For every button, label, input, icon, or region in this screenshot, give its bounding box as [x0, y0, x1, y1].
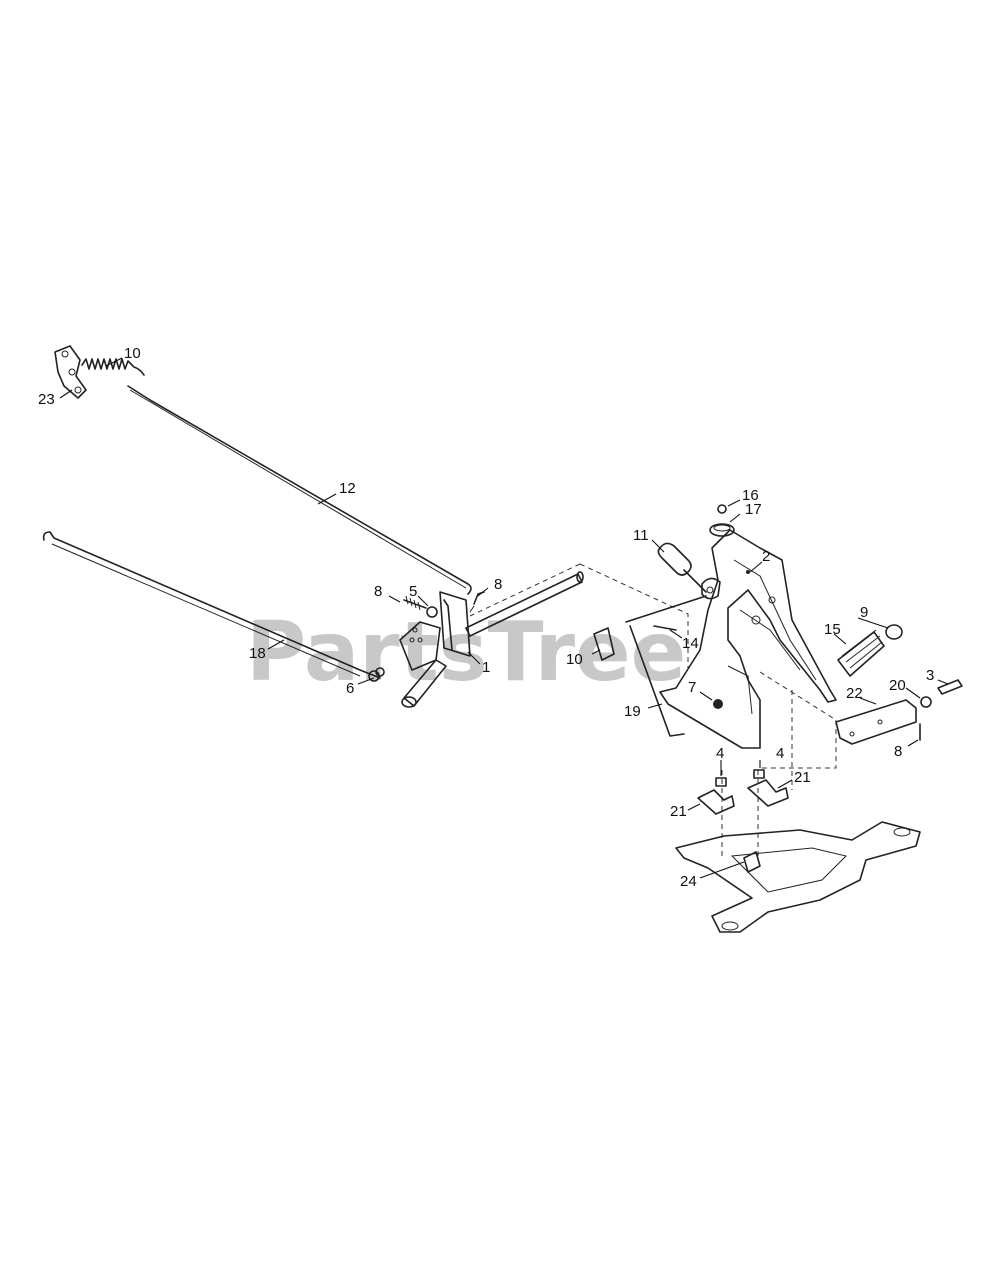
clip-part-6: [375, 667, 385, 677]
callout-16: 16: [742, 487, 759, 504]
clamp-part-21-left: [697, 789, 735, 815]
callout-15: 15: [824, 621, 841, 638]
frame-plate: [675, 821, 921, 933]
callout-21-left: 21: [670, 803, 687, 820]
callouts: 10 23 12 8 5 8 1 18 6 11 2 16 17 9 15 10…: [38, 345, 934, 890]
cap-part-9: [885, 624, 903, 640]
leader-lines: [59, 357, 949, 879]
callout-8-left: 8: [374, 583, 382, 600]
callout-7: 7: [688, 679, 696, 696]
callout-11: 11: [633, 527, 649, 544]
screw-part-16: [717, 504, 727, 514]
nut-part-4-right: [753, 769, 765, 779]
callout-13: 12: [339, 480, 356, 497]
callout-18: 18: [249, 645, 266, 662]
callout-3: 3: [926, 667, 934, 684]
callout-19: 19: [624, 703, 641, 720]
callout-10: 10: [566, 651, 583, 668]
bracket-part-1: [399, 571, 584, 708]
clamp-part-21-right: [747, 779, 789, 807]
callout-4-left: 4: [716, 745, 724, 762]
nut-part-5: [426, 606, 438, 618]
callout-14: 10: [124, 345, 141, 362]
dash-panel: [659, 529, 837, 749]
link-part-12: [625, 595, 707, 631]
washer-part-20: [920, 696, 932, 708]
frame-outline: [469, 563, 837, 860]
plate-part-23: [54, 345, 87, 399]
rod-part-19: [629, 625, 685, 737]
callout-12: 14: [682, 635, 699, 652]
spring-part-14: [81, 358, 145, 376]
callout-20: 20: [889, 677, 906, 694]
callout-21-right: 21: [794, 769, 811, 786]
grip-part-15: [837, 629, 885, 677]
rod-part-18: [42, 531, 381, 682]
knob-part-17: [709, 523, 735, 537]
watermark: PartsTree: [246, 605, 686, 700]
callout-24: 24: [680, 873, 697, 890]
handle-part-11: [657, 542, 707, 593]
callout-9: 9: [860, 604, 868, 621]
bracket-part-22: [835, 699, 917, 745]
nut-part-4-left: [715, 777, 727, 787]
callout-5: 5: [409, 583, 417, 600]
bolt-part-3: [937, 679, 963, 695]
bolt-part-8-left: [403, 595, 427, 611]
callout-23: 23: [38, 391, 55, 408]
callout-1: 1: [482, 659, 490, 676]
callout-6: 6: [346, 680, 354, 697]
callout-2: 2: [762, 548, 770, 565]
pad-part-10: [593, 627, 615, 661]
callout-8-right: 8: [894, 743, 902, 760]
callout-17: 17: [745, 501, 762, 518]
callout-8-center: 8: [494, 576, 502, 593]
callout-22: 22: [846, 685, 863, 702]
bushing-part-24: [743, 851, 761, 873]
callout-4-right: 4: [776, 745, 784, 762]
cable-part-13: [127, 385, 472, 595]
nut-part-7: [713, 699, 723, 709]
